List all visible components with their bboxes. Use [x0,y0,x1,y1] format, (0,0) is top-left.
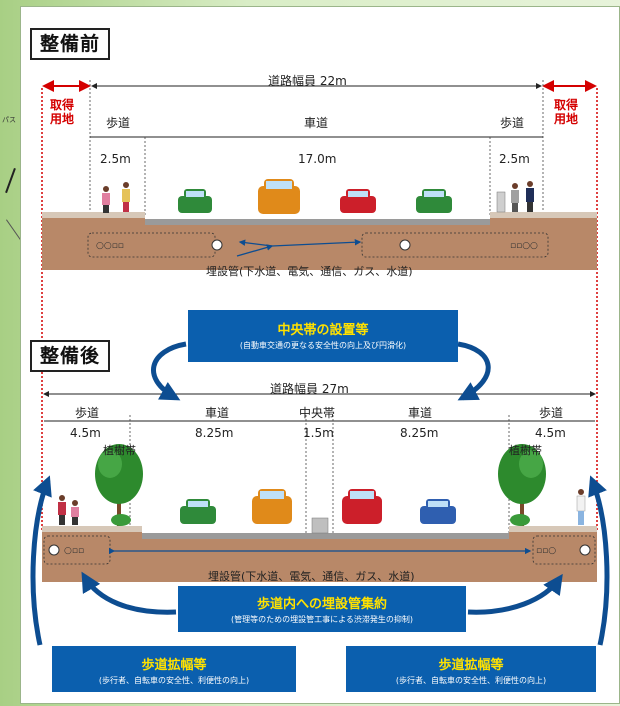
left-edge-fragment: パス [2,116,16,124]
after-pipe-zone-left [43,535,111,565]
before-width-left: 2.5m [100,152,131,166]
car-icon [252,489,292,524]
sidewalk-callout-right: 歩道拡幅等 (歩行者、自転車の安全性、利便性の向上) [346,646,596,692]
after-carriageway-left-label: 車道 [205,406,230,420]
before-width-center: 17.0m [298,152,337,166]
pedestrian-icon [122,182,130,212]
before-utility-pointer [271,238,362,247]
pipe-group-icon: ○○▫▫ [96,241,124,251]
pedestrian-icon [102,186,110,213]
before-width-right: 2.5m [499,152,530,166]
tree-icon [95,444,143,526]
pipe-icon [579,544,591,556]
car-icon [178,189,212,213]
after-utilities-label: 埋設管(下水道、電気、通信、ガス、水道) [208,570,415,583]
before-total-width: 道路幅員 22m [268,74,347,88]
after-sidewalk-right-label: 歩道 [539,406,564,420]
after-sidewalk-right [509,526,597,532]
pedestrian-icon [58,495,66,525]
after-carriageway-right-label: 車道 [408,406,433,420]
pedestrian-icon [576,489,586,525]
after-sidewalk-left-label: 歩道 [75,406,100,420]
planting-right-label: 植樹帯 [509,444,542,457]
car-icon [416,189,452,213]
after-carriageway-surface [142,533,509,539]
car-icon [342,489,382,524]
after-sidewalk-left [42,526,142,532]
car-icon [180,499,216,524]
before-sidewalk-left-label: 歩道 [106,116,131,130]
planting-left-label: 植樹帯 [103,444,136,457]
sidewalk-callout-left-title: 歩道拡幅等 [141,658,207,673]
median-callout-title: 中央帯の設置等 [277,323,369,338]
car-icon [340,189,376,213]
before-carriageway-surface [145,219,490,225]
sidewalk-arrow-right [588,475,610,646]
pedestrian-icon [71,500,79,525]
pipe-group-icon: ▫▫○ [536,546,556,556]
median-arrow-left [151,341,187,401]
after-pipe-zone-right [532,535,596,565]
median-callout-subtitle: (自動車交通の更なる安全性の向上及び円滑化) [239,341,407,350]
sidewalk-callout-left: 歩道拡幅等 (歩行者、自転車の安全性、利便性の向上) [52,646,296,692]
car-icon [258,179,300,214]
median-callout: 中央帯の設置等 (自動車交通の更なる安全性の向上及び円滑化) [188,310,458,362]
median-island [311,517,329,534]
tree-icon [498,444,546,526]
before-sidewalk-left [42,212,145,218]
before-sidewalk-right-label: 歩道 [500,116,525,130]
before-title: 整備前 [30,28,111,60]
before-pipe-zone-right [361,232,549,258]
before-acquire-right: 取得用地 [554,98,579,126]
after-width-sw-right: 4.5m [535,426,566,440]
before-utilities-label: 埋設管(下水道、電気、通信、ガス、水道) [206,265,413,278]
before-carriageway-label: 車道 [304,116,329,130]
after-title: 整備後 [30,340,111,372]
after-width-cw-left: 8.25m [195,426,234,440]
sidewalk-callout-right-subtitle: (歩行者、自転車の安全性、利便性の向上) [395,676,547,685]
pipe-icon [48,544,60,556]
before-acquire-left: 取得用地 [50,98,75,126]
car-icon [420,499,456,524]
utility-arrow-right [467,573,563,615]
pipe-icon [399,239,411,251]
before-sidewalk-right [490,212,597,218]
before-utility-pointer [238,239,273,247]
after-median-label: 中央帯 [299,406,336,420]
after-width-sw-left: 4.5m [70,426,101,440]
sidewalk-callout-right-title: 歩道拡幅等 [438,658,504,673]
pipe-group-icon: ▫▫○○ [510,241,538,251]
before-road-body [42,214,597,270]
pipe-icon [211,239,223,251]
utility-arrow-left [81,571,177,615]
utility-callout-title: 歩道内への埋設管集約 [256,597,387,612]
pedestrian-icon [511,183,519,212]
utility-callout-subtitle: (管理等のための埋設管工事による渋滞発生の抑制) [231,615,413,624]
before-utility-pointer [236,244,274,257]
utility-callout: 歩道内への埋設管集約 (管理等のための埋設管工事による渋滞発生の抑制) [178,586,466,632]
after-width-cw-right: 8.25m [400,426,439,440]
pedestrian-icon [526,181,534,212]
after-total-width: 道路幅員 27m [270,382,349,396]
pipe-group-icon: ○▫▫ [64,546,84,556]
median-arrow-right [457,341,491,401]
sidewalk-callout-left-subtitle: (歩行者、自転車の安全性、利便性の向上) [98,676,250,685]
sidewalk-arrow-left [30,475,52,646]
after-road-body [42,528,597,582]
after-width-median: 1.5m [303,426,334,440]
mailbox-icon [496,191,506,213]
